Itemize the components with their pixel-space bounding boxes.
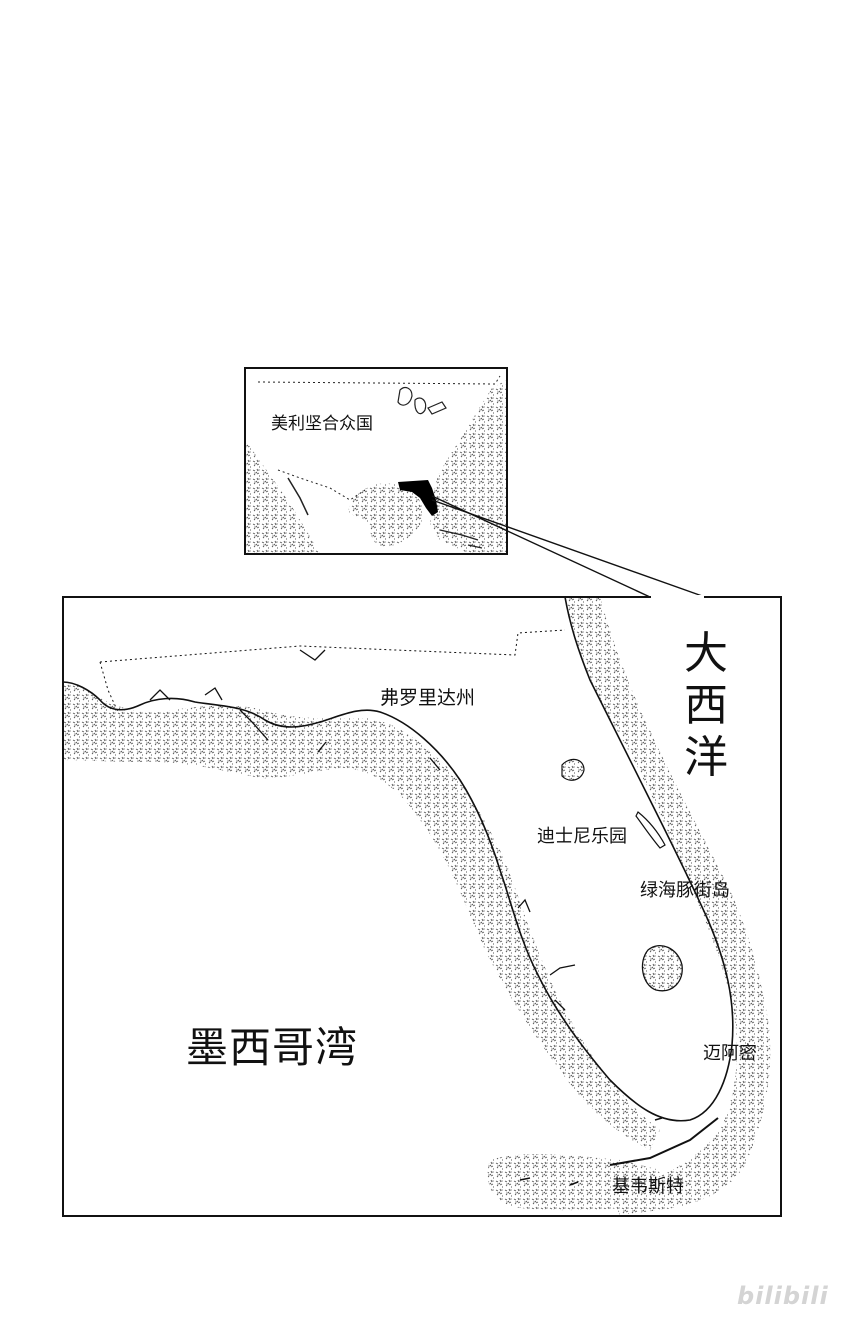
state-border-west (99, 661, 119, 713)
panhandle-bays (149, 649, 441, 771)
key-islets (519, 1117, 663, 1186)
state-label: 弗罗里达州 (380, 687, 476, 709)
lake-okeechobee (641, 945, 683, 992)
inset-baja (287, 477, 309, 516)
inset-mexico-border (277, 469, 366, 501)
inset-gulf-band (348, 483, 424, 547)
florida-coastline (63, 597, 734, 1122)
key-west-label: 基韦斯特 (612, 1176, 684, 1197)
country-label: 美利坚合众国 (271, 414, 373, 434)
disney-label: 迪士尼乐园 (537, 826, 627, 847)
state-border (99, 629, 566, 663)
lagoon (635, 811, 666, 849)
inset-great-lakes (397, 386, 447, 415)
atlantic-coast-band (565, 597, 771, 1215)
keys-band (487, 1154, 660, 1211)
main-map-frame (62, 596, 782, 1217)
inset-pacific-band (245, 440, 320, 554)
inset-caribbean (439, 529, 483, 549)
main-map (63, 597, 771, 1215)
ocean-label: 大西洋 (684, 628, 728, 783)
connector-line-lower (431, 499, 706, 598)
inset-frame (244, 367, 508, 555)
miami-label: 迈阿密 (703, 1043, 757, 1064)
florida-keys (609, 1117, 719, 1166)
inset-map (245, 375, 507, 554)
gulf-coast-band (63, 682, 660, 1150)
inset-canada-border (257, 375, 501, 385)
frame-gap (651, 595, 704, 599)
gulf-label: 墨西哥湾 (186, 1023, 359, 1072)
inset-atlantic-band (430, 380, 507, 554)
inset-florida-highlight (398, 480, 438, 516)
watermark-logo: bilibili (737, 1282, 829, 1310)
dolphin-label: 绿海豚街岛 (640, 880, 730, 901)
orlando-lake (561, 758, 585, 781)
tampa-bay (517, 898, 576, 1011)
